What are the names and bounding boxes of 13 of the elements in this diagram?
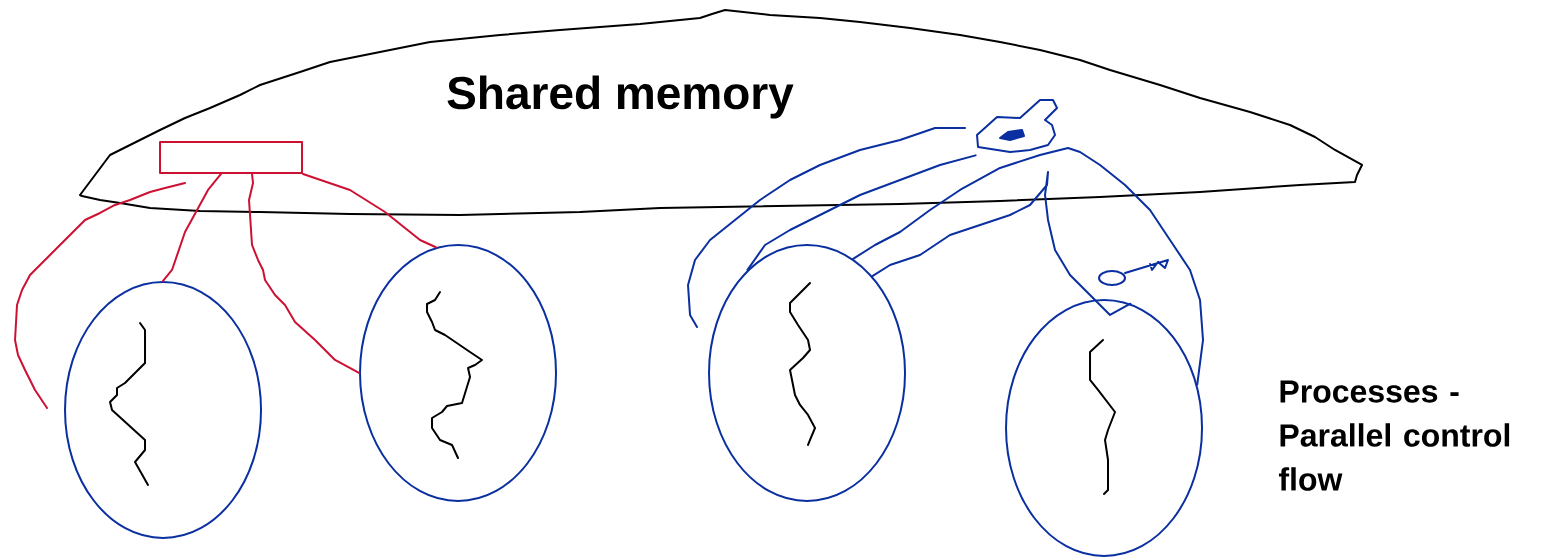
- connector-line: [852, 147, 1204, 386]
- ellipse: [64, 281, 262, 539]
- connector-line: [302, 173, 437, 249]
- connector-line: [871, 171, 1132, 316]
- ellipse: [708, 244, 906, 502]
- connector-line: [162, 173, 222, 282]
- ellipse: [1005, 299, 1203, 557]
- rectangle: [159, 141, 303, 174]
- connector-line: [746, 154, 977, 271]
- note-text: Processes - Parallel control flow: [1278, 380, 1510, 491]
- lock-drawing: [976, 99, 1058, 153]
- ellipse: [359, 244, 557, 502]
- connector-line: [248, 173, 360, 374]
